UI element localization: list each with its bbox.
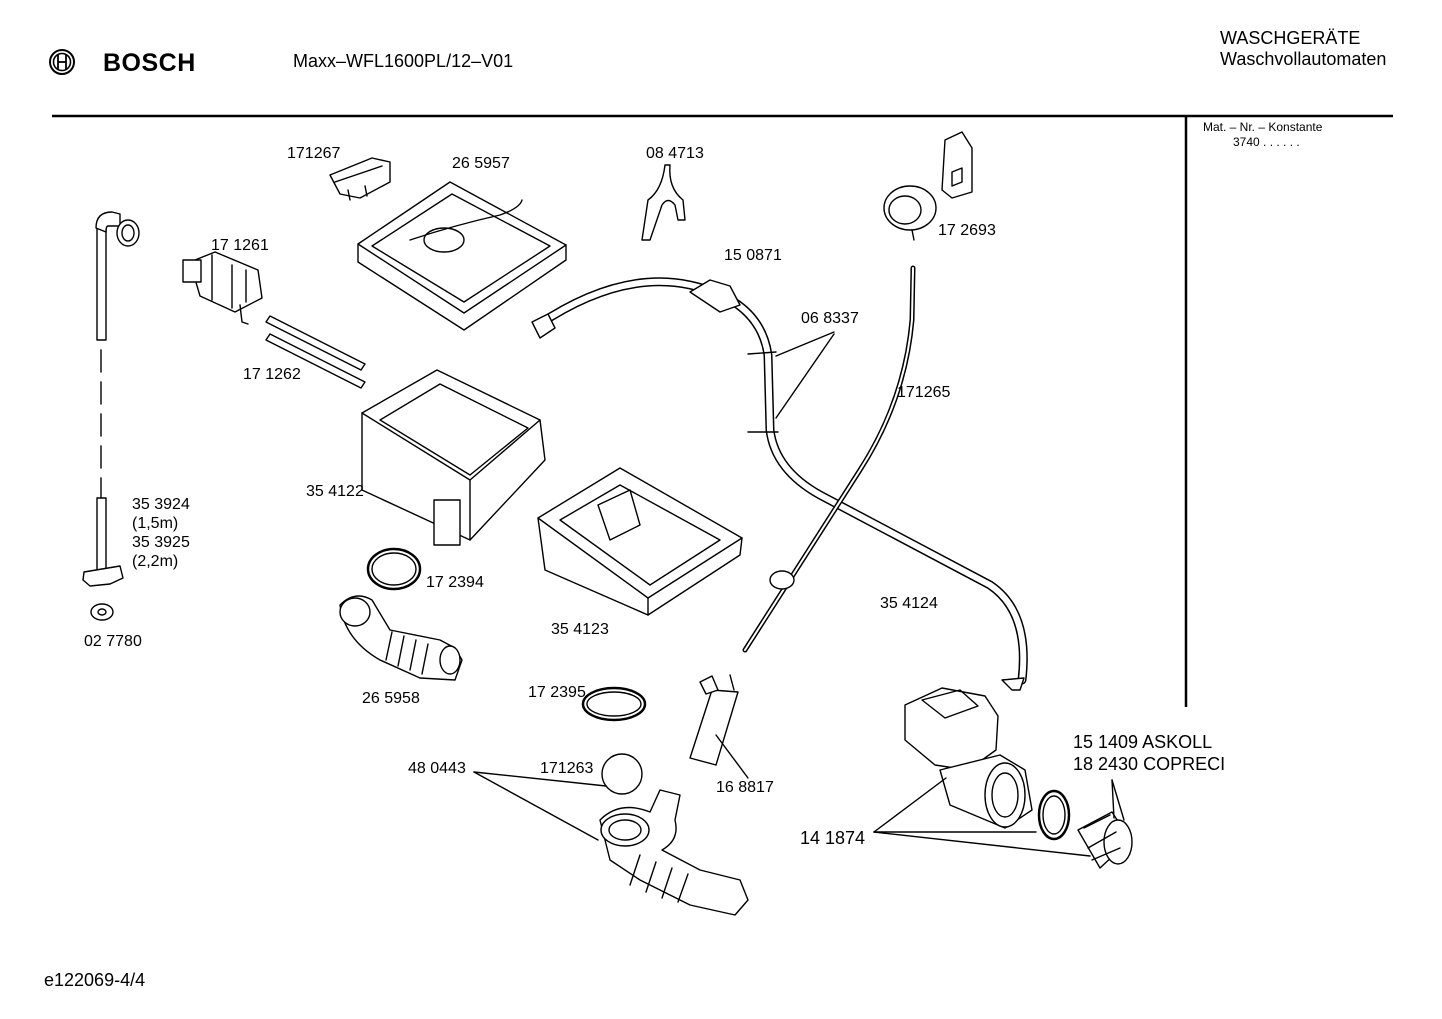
pressure-switch-part xyxy=(883,131,973,241)
label-354122: 35 4122 xyxy=(306,483,364,500)
washer-seal-part xyxy=(90,603,114,621)
label-353924-length: (1,5m) xyxy=(132,515,178,532)
category-subtitle: Waschvollautomaten xyxy=(1220,49,1387,69)
o-ring-part xyxy=(366,547,422,591)
bellows-hose-part xyxy=(339,595,463,681)
drawer-insert-part xyxy=(537,467,743,616)
brand-name: BOSCH xyxy=(103,49,196,77)
label-354124: 35 4124 xyxy=(880,595,938,612)
ball-valve-part xyxy=(601,753,643,795)
label-353924: 35 3924 xyxy=(132,496,190,513)
label-353925-length: (2,2m) xyxy=(132,553,178,570)
label-353925: 35 3925 xyxy=(132,534,190,551)
document-id: e122069-4/4 xyxy=(44,970,146,990)
label-171265: 171265 xyxy=(897,384,950,401)
label-171263: 171263 xyxy=(540,760,593,777)
model-number: Maxx–WFL1600PL/12–V01 xyxy=(293,51,514,71)
label-084713: 08 4713 xyxy=(646,145,704,162)
bracket-part xyxy=(329,157,391,201)
label-168817: 16 8817 xyxy=(716,779,774,796)
pump-seal-part xyxy=(1037,789,1071,841)
rods-part xyxy=(265,315,366,389)
label-182430-copreci: 18 2430 COPRECI xyxy=(1073,754,1225,774)
inlet-valve-part xyxy=(182,251,263,325)
level-sensor-part xyxy=(689,674,739,766)
label-354123: 35 4123 xyxy=(551,621,609,638)
hose-part xyxy=(531,277,1028,691)
o-ring-large-part xyxy=(581,686,647,722)
fork-clip-part xyxy=(641,164,686,241)
pump-filter-part xyxy=(1077,811,1133,869)
label-151409-askoll: 15 1409 ASKOLL xyxy=(1073,732,1212,752)
label-027780: 02 7780 xyxy=(84,633,142,650)
label-480443: 48 0443 xyxy=(408,760,466,777)
dispenser-cover-part xyxy=(357,181,567,331)
sump-hose-part xyxy=(599,789,749,916)
drain-pump-part xyxy=(904,687,1033,829)
constant-value: 3740 . . . . . . xyxy=(1233,135,1300,149)
label-265957: 26 5957 xyxy=(452,155,510,172)
constant-label: Mat. – Nr. – Konstante xyxy=(1203,120,1323,134)
label-068337: 06 8337 xyxy=(801,310,859,327)
label-171261: 17 1261 xyxy=(211,237,269,254)
category-title: WASCHGERÄTE xyxy=(1220,28,1361,48)
part-labels: 171267 26 5957 08 4713 17 2693 17 1261 1… xyxy=(84,145,996,848)
inlet-hose-part xyxy=(82,211,140,587)
detergent-drawer-part xyxy=(361,369,546,546)
label-172394: 17 2394 xyxy=(426,574,484,591)
label-171267: 171267 xyxy=(287,145,340,162)
pressure-tube-part xyxy=(742,265,916,653)
label-172395: 17 2395 xyxy=(528,684,586,701)
label-171262: 17 1262 xyxy=(243,366,301,383)
bosch-logo-icon xyxy=(49,49,75,75)
label-265958: 26 5958 xyxy=(362,690,420,707)
label-150871: 15 0871 xyxy=(724,247,782,264)
label-141874: 14 1874 xyxy=(800,828,865,848)
label-172693: 17 2693 xyxy=(938,222,996,239)
